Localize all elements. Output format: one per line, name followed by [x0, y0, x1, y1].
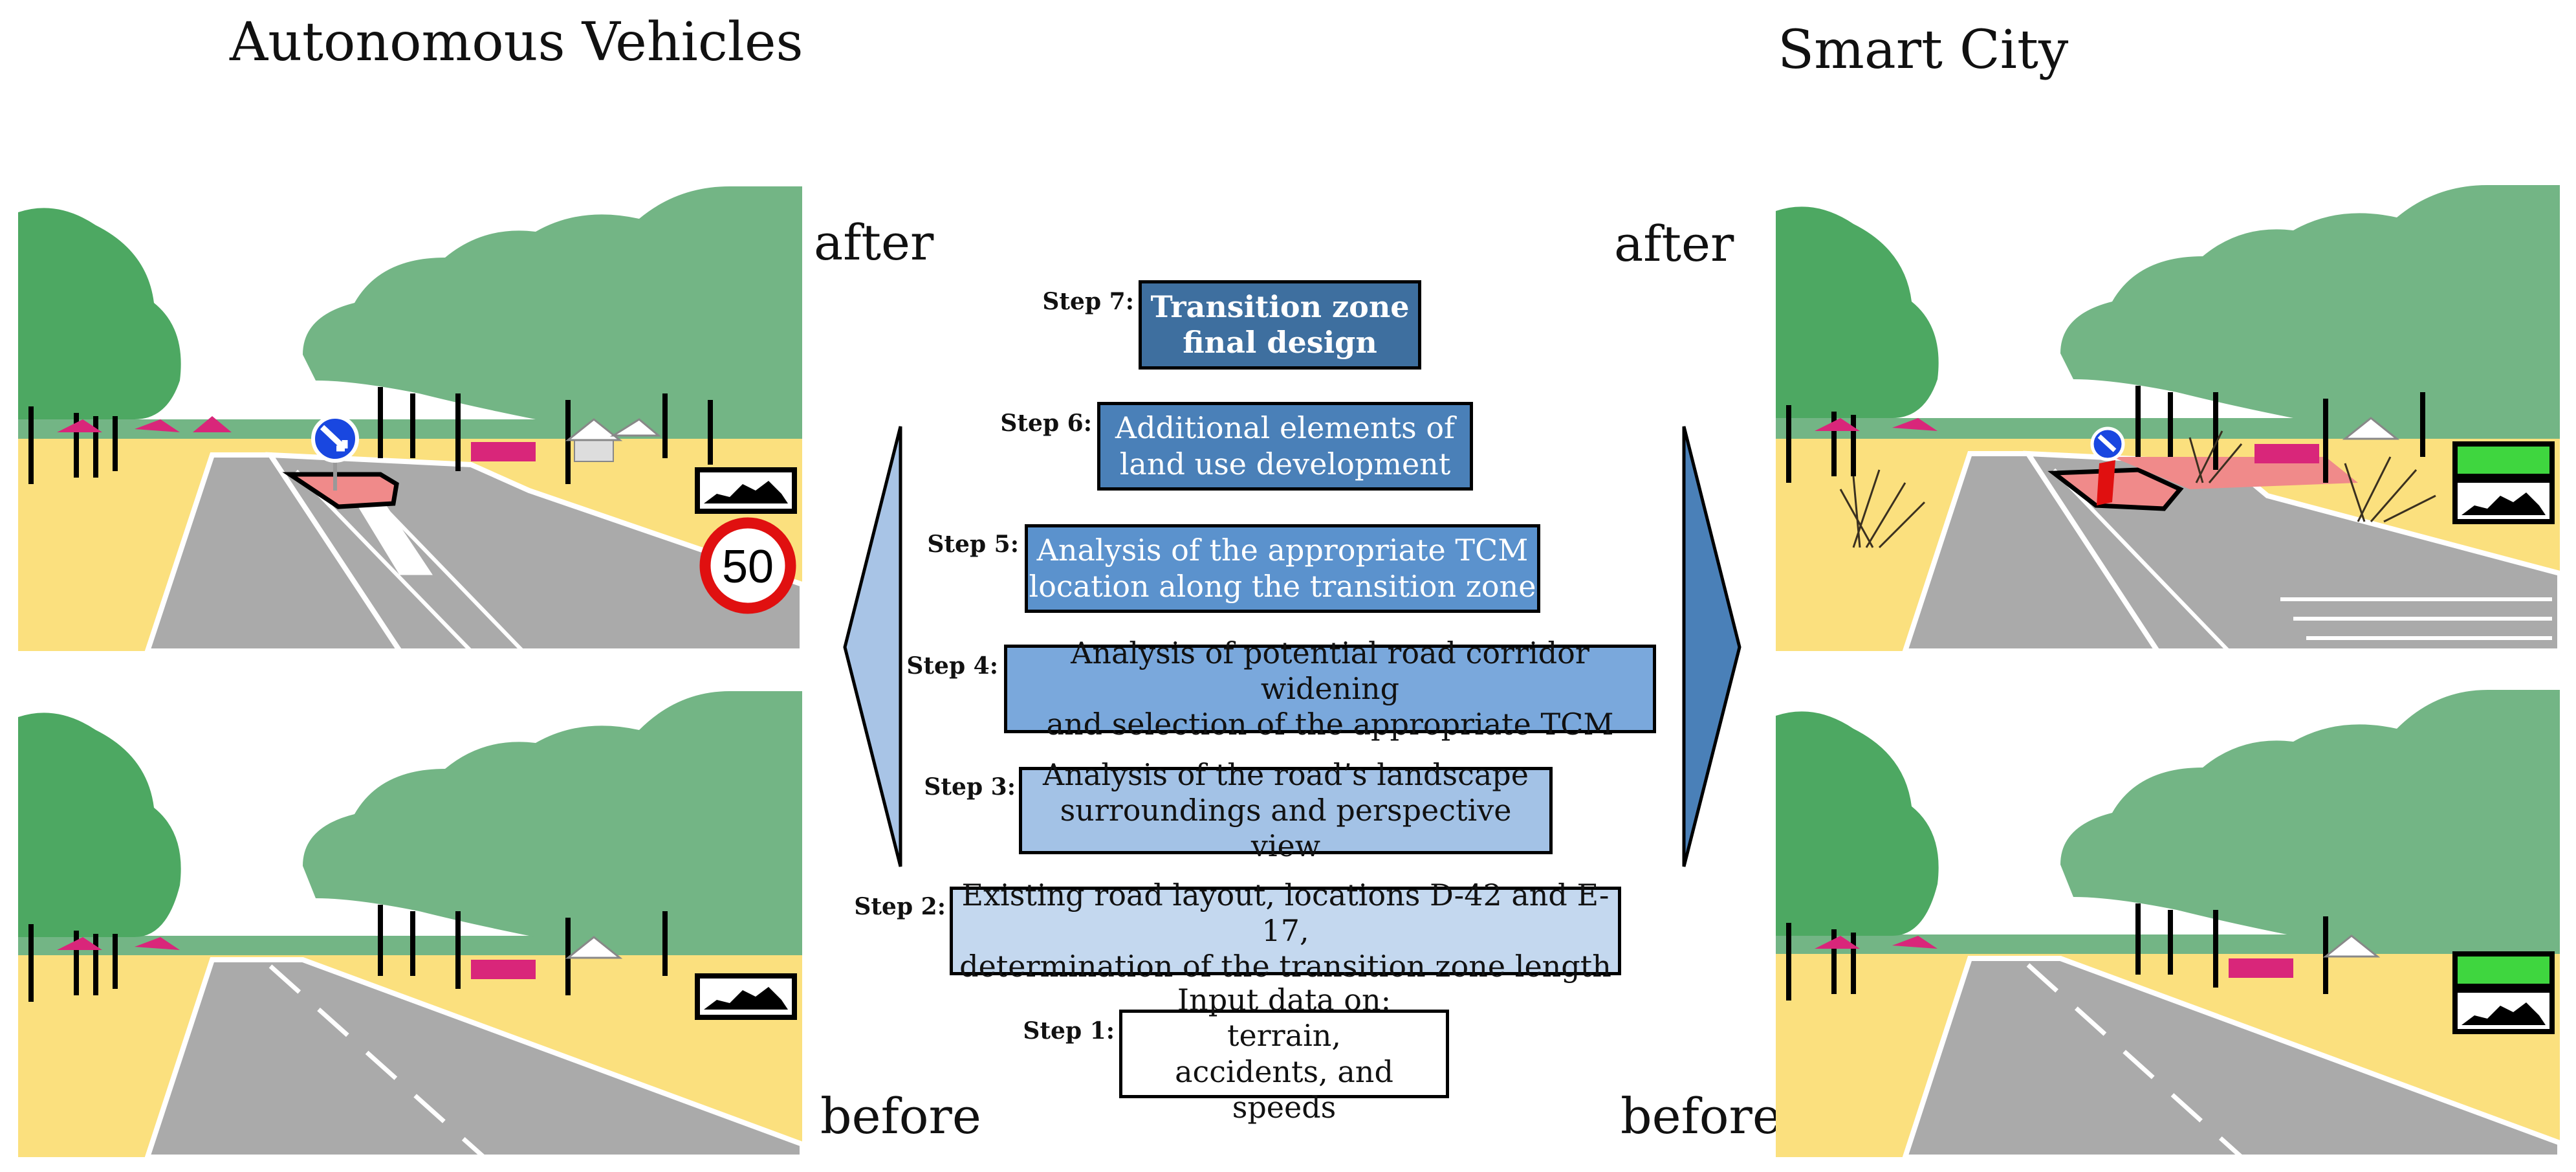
speed-limit-sign: 50 — [699, 517, 796, 614]
tree-trunks-left — [28, 406, 118, 484]
tree-canopy-right — [2060, 690, 2560, 936]
left-title: Autonomous Vehicles — [230, 12, 803, 73]
tree-canopy-right — [303, 691, 802, 937]
tree-trunks-right — [2135, 386, 2425, 483]
town-sign — [695, 467, 797, 514]
traffic-island — [2047, 467, 2184, 511]
step-7-box: Transition zone final design — [1139, 280, 1421, 370]
step-3-box: Analysis of the road’s landscape surroun… — [1019, 757, 1553, 863]
step-2-label: Step 2: — [854, 893, 946, 920]
lane-line — [268, 964, 486, 1157]
keep-right-sign — [2090, 426, 2125, 505]
step-1-label: Step 1: — [1023, 1017, 1115, 1045]
road — [1902, 956, 2560, 1157]
houses — [57, 936, 623, 979]
scene-av-after: 50 — [18, 186, 802, 651]
step-6-box: Additional elements of land use developm… — [1097, 402, 1473, 491]
road — [1902, 451, 2161, 651]
tree-canopy-right — [2060, 185, 2560, 418]
lane-line — [2052, 468, 2231, 651]
label-after-left: after — [814, 214, 934, 271]
tree-trunks-right — [378, 387, 713, 484]
town-sign — [695, 973, 797, 1020]
tree-canopy-right — [303, 186, 802, 419]
step-1-box: Input data on: terrain, accidents, and s… — [1119, 982, 1449, 1125]
bollard — [2097, 460, 2115, 505]
tree-canopy-left — [18, 208, 181, 419]
speed-limit-value: 50 — [722, 541, 774, 593]
step-4-label: Step 4: — [906, 652, 998, 680]
road — [144, 452, 403, 651]
scene-sc-before — [1776, 690, 2560, 1157]
step-6-label: Step 6: — [1000, 410, 1092, 437]
step-3-label: Step 3: — [924, 773, 1016, 801]
step-4-box: Analysis of potential road corridor wide… — [1004, 636, 1656, 742]
road-branch — [265, 452, 802, 651]
tree-canopy-left — [1776, 206, 1939, 418]
arrow-right — [1682, 426, 1741, 867]
tree-trunks-right — [378, 905, 668, 995]
lane-line — [2026, 963, 2243, 1157]
green-town-sign — [2452, 441, 2555, 524]
label-after-right: after — [1614, 215, 1734, 272]
scene-av-before — [18, 691, 802, 1157]
tree-canopy-left — [1776, 711, 1939, 936]
planted-bed — [2112, 457, 2358, 489]
label-before-right: before — [1621, 1087, 1782, 1145]
step-2-box: Existing road layout, locations D-42 and… — [950, 878, 1621, 984]
right-title: Smart City — [1778, 19, 2069, 81]
keep-right-sign — [311, 415, 359, 491]
tree-trunks-right — [2135, 903, 2328, 994]
arrow-left — [843, 426, 902, 867]
houses — [1815, 417, 2400, 463]
step-7-label: Step 7: — [1042, 288, 1134, 315]
tree-canopy-left — [18, 713, 181, 937]
label-before-left: before — [820, 1087, 981, 1145]
step-5-label: Step 5: — [927, 531, 1019, 558]
road — [144, 957, 802, 1157]
lane-lines — [2280, 597, 2552, 640]
step-5-box: Analysis of the appropriate TCM location… — [1025, 524, 1540, 613]
green-town-sign — [2452, 951, 2555, 1034]
shrubs — [1839, 430, 2436, 549]
houses — [1815, 934, 2381, 978]
scene-sc-after — [1776, 185, 2560, 651]
houses — [57, 416, 662, 462]
traffic-island — [282, 472, 399, 509]
